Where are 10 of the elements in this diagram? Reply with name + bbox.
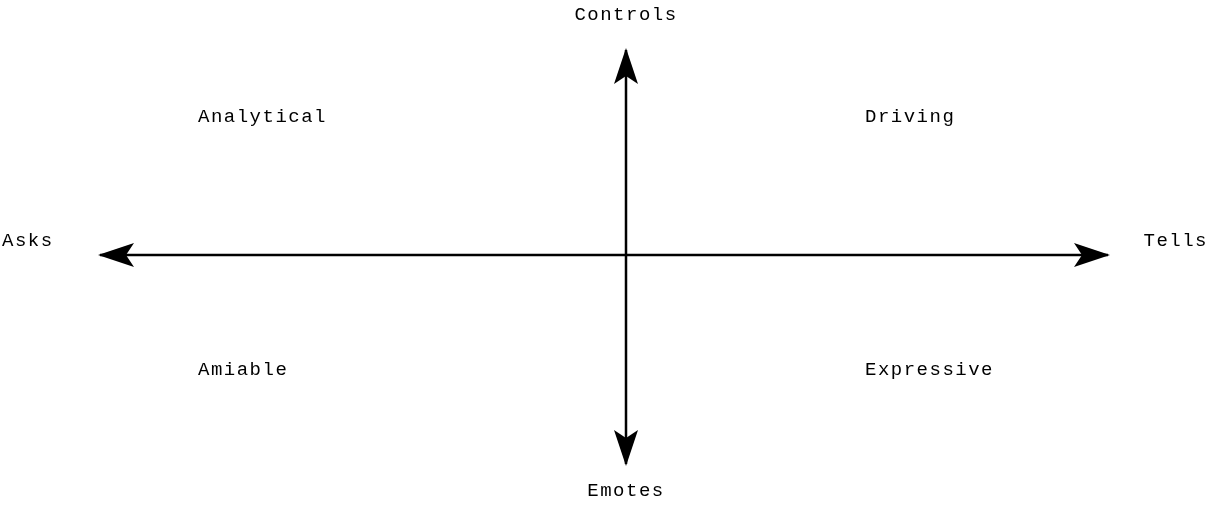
axis-end-label: Controls: [574, 4, 678, 26]
double-headed-arrow: [98, 243, 1110, 267]
axis-end-label: Emotes: [587, 480, 665, 502]
quadrant-label: Analytical: [198, 106, 328, 128]
axis-end-label: Tells: [1143, 230, 1208, 252]
quadrant-label: Amiable: [198, 359, 289, 381]
quadrant-label: Expressive: [865, 359, 995, 381]
quadrant-label: Driving: [865, 106, 956, 128]
double-headed-arrow: [614, 48, 638, 466]
axis-end-label: Asks: [2, 230, 54, 252]
